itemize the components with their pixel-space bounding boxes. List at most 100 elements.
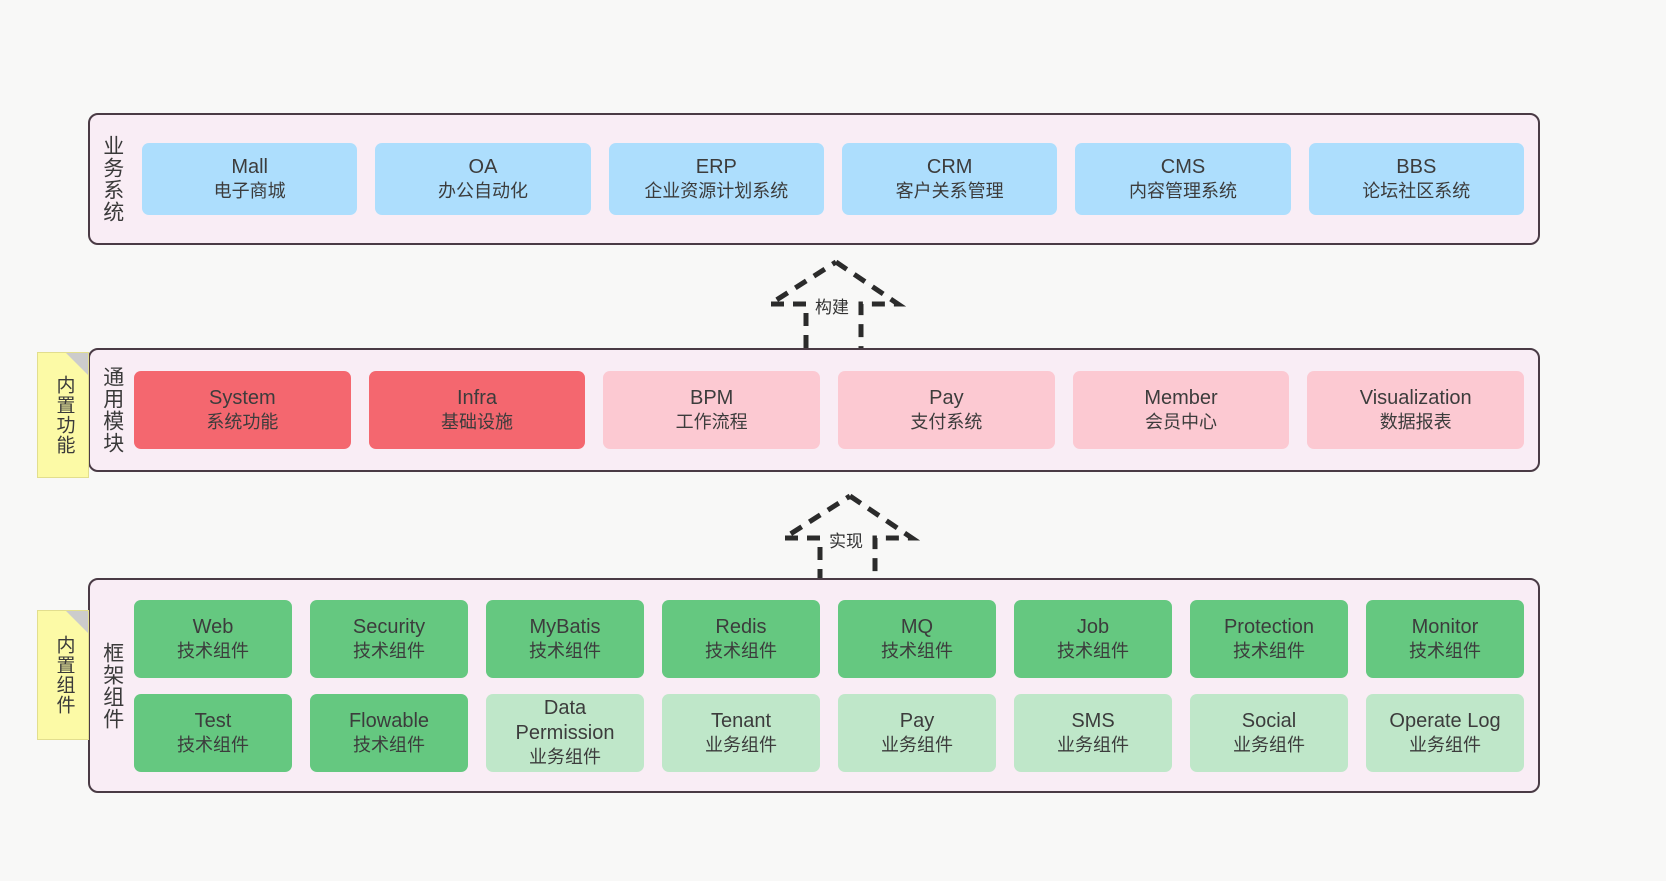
card-operate-log[interactable]: Operate Log 业务组件: [1366, 693, 1524, 772]
note-builtin-functions: 内置功能: [37, 352, 89, 478]
card-bpm[interactable]: BPM 工作流程: [603, 371, 821, 449]
note-text: 内置组件: [53, 635, 75, 715]
card-mq[interactable]: MQ 技术组件: [838, 599, 996, 678]
card-title: MyBatis: [529, 615, 601, 638]
card-cms[interactable]: CMS 内容管理系统: [1075, 143, 1291, 215]
card-subtitle: 业务组件: [1057, 734, 1129, 755]
card-job[interactable]: Job 技术组件: [1014, 599, 1172, 678]
card-redis[interactable]: Redis 技术组件: [662, 599, 820, 678]
card-mall[interactable]: Mall 电子商城: [142, 143, 358, 215]
card-subtitle: 基础设施: [441, 412, 513, 433]
card-title: Monitor: [1411, 615, 1479, 638]
card-visualization[interactable]: Visualization 数据报表: [1307, 371, 1525, 449]
card-protection[interactable]: Protection 技术组件: [1190, 599, 1348, 678]
card-subtitle: 技术组件: [1409, 640, 1481, 661]
card-title: Pay: [899, 709, 935, 732]
card-subtitle: 业务组件: [705, 734, 777, 755]
layer-label-framework-components: 框架组件: [100, 641, 124, 730]
card-title: SMS: [1071, 709, 1115, 732]
card-mybatis[interactable]: MyBatis 技术组件: [486, 599, 644, 678]
card-monitor[interactable]: Monitor 技术组件: [1366, 599, 1524, 678]
card-test[interactable]: Test 技术组件: [134, 693, 292, 772]
card-oa[interactable]: OA 办公自动化: [375, 143, 591, 215]
card-title: Flowable: [348, 709, 430, 732]
card-subtitle: 技术组件: [177, 734, 249, 755]
arrow-implement: 实现: [762, 490, 942, 582]
card-title: Data Permission: [515, 696, 615, 745]
card-title: Web: [192, 615, 234, 638]
card-subtitle: 办公自动化: [437, 181, 528, 202]
card-title: Mall: [231, 156, 268, 179]
note-builtin-components: 内置组件: [37, 610, 89, 740]
card-tenant[interactable]: Tenant 业务组件: [662, 693, 820, 772]
card-subtitle: 技术组件: [529, 640, 601, 661]
card-subtitle: 论坛社区系统: [1362, 181, 1471, 202]
arrow-implement-label: 实现: [829, 532, 863, 551]
card-title: Operate Log: [1389, 709, 1501, 732]
card-subtitle: 数据报表: [1379, 412, 1452, 433]
note-fold-icon: [66, 353, 88, 375]
card-subtitle: 业务组件: [881, 734, 953, 755]
card-row: System 系统功能 Infra 基础设施 BPM 工作流程 Pay 支付系统…: [134, 371, 1525, 449]
card-title: ERP: [695, 156, 737, 179]
card-title: System: [208, 387, 276, 410]
layer-label-common-modules: 通用模块: [100, 366, 124, 454]
card-security[interactable]: Security 技术组件: [310, 599, 468, 678]
card-title: Protection: [1223, 615, 1315, 638]
card-subtitle: 技术组件: [353, 734, 425, 755]
layer-framework-components: 框架组件 Web 技术组件 Security 技术组件 MyBatis 技术组件…: [88, 578, 1540, 793]
card-subtitle: 客户关系管理: [895, 181, 1004, 202]
card-bbs[interactable]: BBS 论坛社区系统: [1308, 143, 1524, 215]
card-erp[interactable]: ERP 企业资源计划系统: [608, 143, 824, 215]
card-title: Job: [1076, 615, 1110, 638]
card-pay-component[interactable]: Pay 业务组件: [838, 693, 996, 772]
card-sms[interactable]: SMS 业务组件: [1014, 693, 1172, 772]
layer-body-framework-components: Web 技术组件 Security 技术组件 MyBatis 技术组件 Redi…: [134, 580, 1538, 791]
card-title: Visualization: [1359, 387, 1472, 410]
arrow-implement-icon: [775, 493, 921, 582]
card-subtitle: 技术组件: [705, 640, 777, 661]
card-title: Pay: [929, 387, 964, 410]
card-title: Infra: [456, 387, 498, 410]
card-row: Test 技术组件 Flowable 技术组件 Data Permission …: [134, 693, 1524, 772]
card-subtitle: 会员中心: [1145, 412, 1218, 433]
card-crm[interactable]: CRM 客户关系管理: [841, 143, 1058, 215]
card-title: Security: [352, 615, 426, 638]
card-subtitle: 技术组件: [1057, 640, 1129, 661]
card-title: Social: [1241, 709, 1297, 732]
card-title: Member: [1144, 387, 1218, 410]
card-title: Redis: [715, 615, 767, 638]
card-system[interactable]: System 系统功能: [134, 371, 351, 449]
card-title: CRM: [926, 156, 973, 179]
card-web[interactable]: Web 技术组件: [134, 599, 292, 678]
card-subtitle: 技术组件: [353, 640, 425, 661]
card-member[interactable]: Member 会员中心: [1072, 371, 1290, 449]
card-subtitle: 技术组件: [1233, 640, 1305, 661]
card-infra[interactable]: Infra 基础设施: [368, 371, 586, 449]
card-flowable[interactable]: Flowable 技术组件: [310, 693, 468, 772]
note-text: 内置功能: [53, 375, 75, 455]
card-subtitle: 系统功能: [206, 412, 279, 433]
card-subtitle: 支付系统: [910, 412, 983, 433]
card-subtitle: 业务组件: [529, 747, 601, 768]
layer-common-modules: 通用模块 System 系统功能 Infra 基础设施 BPM 工作流程 Pay…: [88, 348, 1540, 472]
card-title: BBS: [1396, 156, 1437, 179]
card-subtitle: 企业资源计划系统: [644, 181, 789, 202]
layer-body-business-systems: Mall 电子商城 OA 办公自动化 ERP 企业资源计划系统 CRM 客户关系…: [134, 115, 1538, 243]
card-title: OA: [468, 156, 498, 179]
card-title: CMS: [1160, 156, 1206, 179]
card-row: Mall 电子商城 OA 办公自动化 ERP 企业资源计划系统 CRM 客户关系…: [142, 143, 1524, 215]
arrow-build-label: 构建: [815, 298, 849, 317]
card-pay-module[interactable]: Pay 支付系统: [838, 371, 1055, 449]
card-social[interactable]: Social 业务组件: [1190, 693, 1348, 772]
card-subtitle: 技术组件: [881, 640, 953, 661]
layer-business-systems: 业务系统 Mall 电子商城 OA 办公自动化 ERP 企业资源计划系统 CRM…: [88, 113, 1540, 245]
card-subtitle: 业务组件: [1233, 734, 1305, 755]
layer-body-common-modules: System 系统功能 Infra 基础设施 BPM 工作流程 Pay 支付系统…: [134, 350, 1538, 470]
card-subtitle: 内容管理系统: [1128, 181, 1237, 202]
card-subtitle: 电子商城: [213, 181, 286, 202]
arrow-build-icon: [761, 259, 907, 348]
card-subtitle: 业务组件: [1409, 734, 1481, 755]
card-data-permission[interactable]: Data Permission 业务组件: [486, 693, 644, 772]
